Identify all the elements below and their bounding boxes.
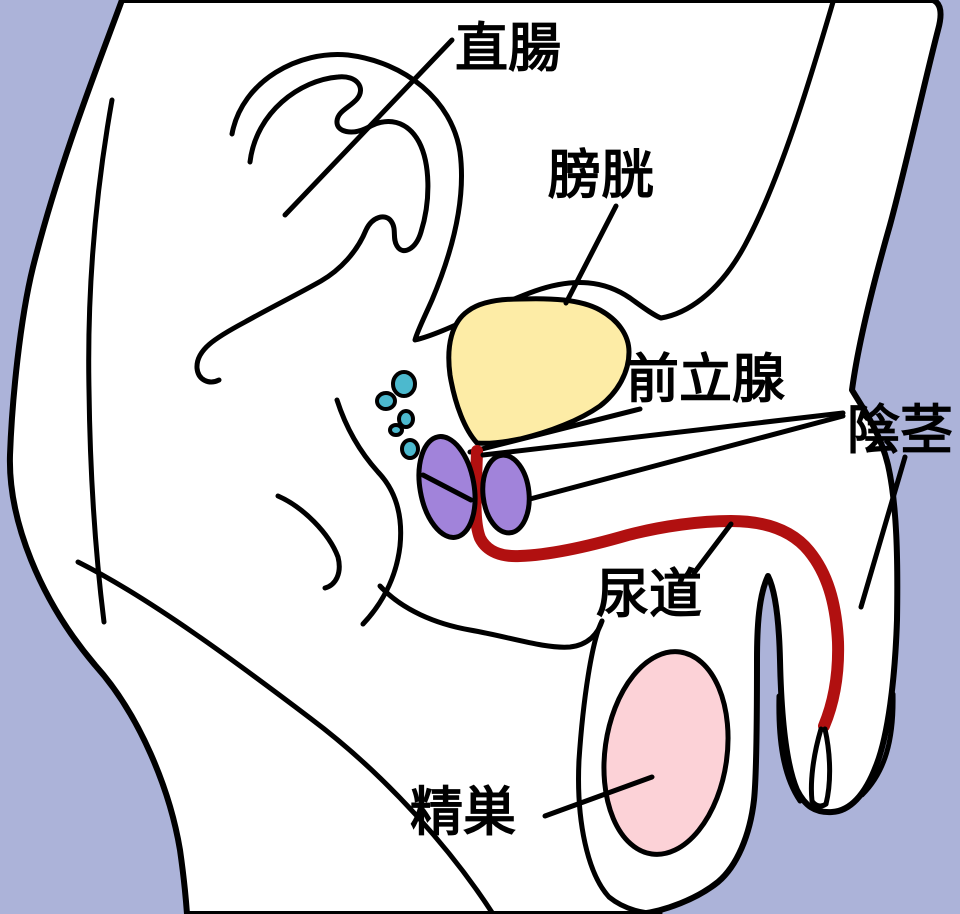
thigh-crease-line <box>75 559 496 914</box>
vesicle-dots <box>375 370 420 460</box>
buttock-fold-line <box>275 493 342 591</box>
abdominal-wall-line <box>658 0 836 321</box>
vesicle-dot <box>375 391 397 411</box>
prostate-leader-line <box>480 410 846 458</box>
foreskin-left-line <box>776 693 803 804</box>
vesicle-dot <box>397 409 415 429</box>
prostate-leader-line <box>527 413 846 502</box>
glans-right-line <box>822 726 833 807</box>
urethra-line <box>469 445 845 732</box>
testis-shape <box>601 649 731 857</box>
bladder-shape <box>446 296 632 446</box>
testis-leader-line <box>542 774 655 819</box>
urethra-leader-line <box>691 521 734 576</box>
glans-left-line <box>808 726 824 804</box>
urethra-label: 尿道 <box>596 564 702 625</box>
foreskin-right-line <box>859 691 896 798</box>
rectum-leader-line <box>282 37 455 218</box>
prostate-lobe-divider <box>420 472 474 503</box>
penis-leader-line <box>858 454 908 610</box>
foreskin-lines <box>776 691 896 809</box>
perineum-line <box>377 583 605 650</box>
testis-label: 精巣 <box>410 782 516 843</box>
back-inner-line <box>86 97 115 625</box>
bladder-label: 膀胱 <box>548 145 654 206</box>
bladder-leader-line <box>563 203 619 306</box>
rectum-outline <box>229 51 664 343</box>
rectum-label: 直腸 <box>455 18 561 79</box>
penis-label: 陰茎 <box>847 400 953 461</box>
prostate-label: 前立腺 <box>626 349 786 410</box>
vesicle-dot <box>400 438 420 460</box>
prostate-shape <box>416 434 532 540</box>
rectum-inner-wall <box>194 74 431 385</box>
glans-bottom-line <box>809 798 829 809</box>
scrotum-inner-edge <box>576 618 663 914</box>
vesicle-dot <box>388 423 404 437</box>
vesicle-dot <box>391 370 417 398</box>
